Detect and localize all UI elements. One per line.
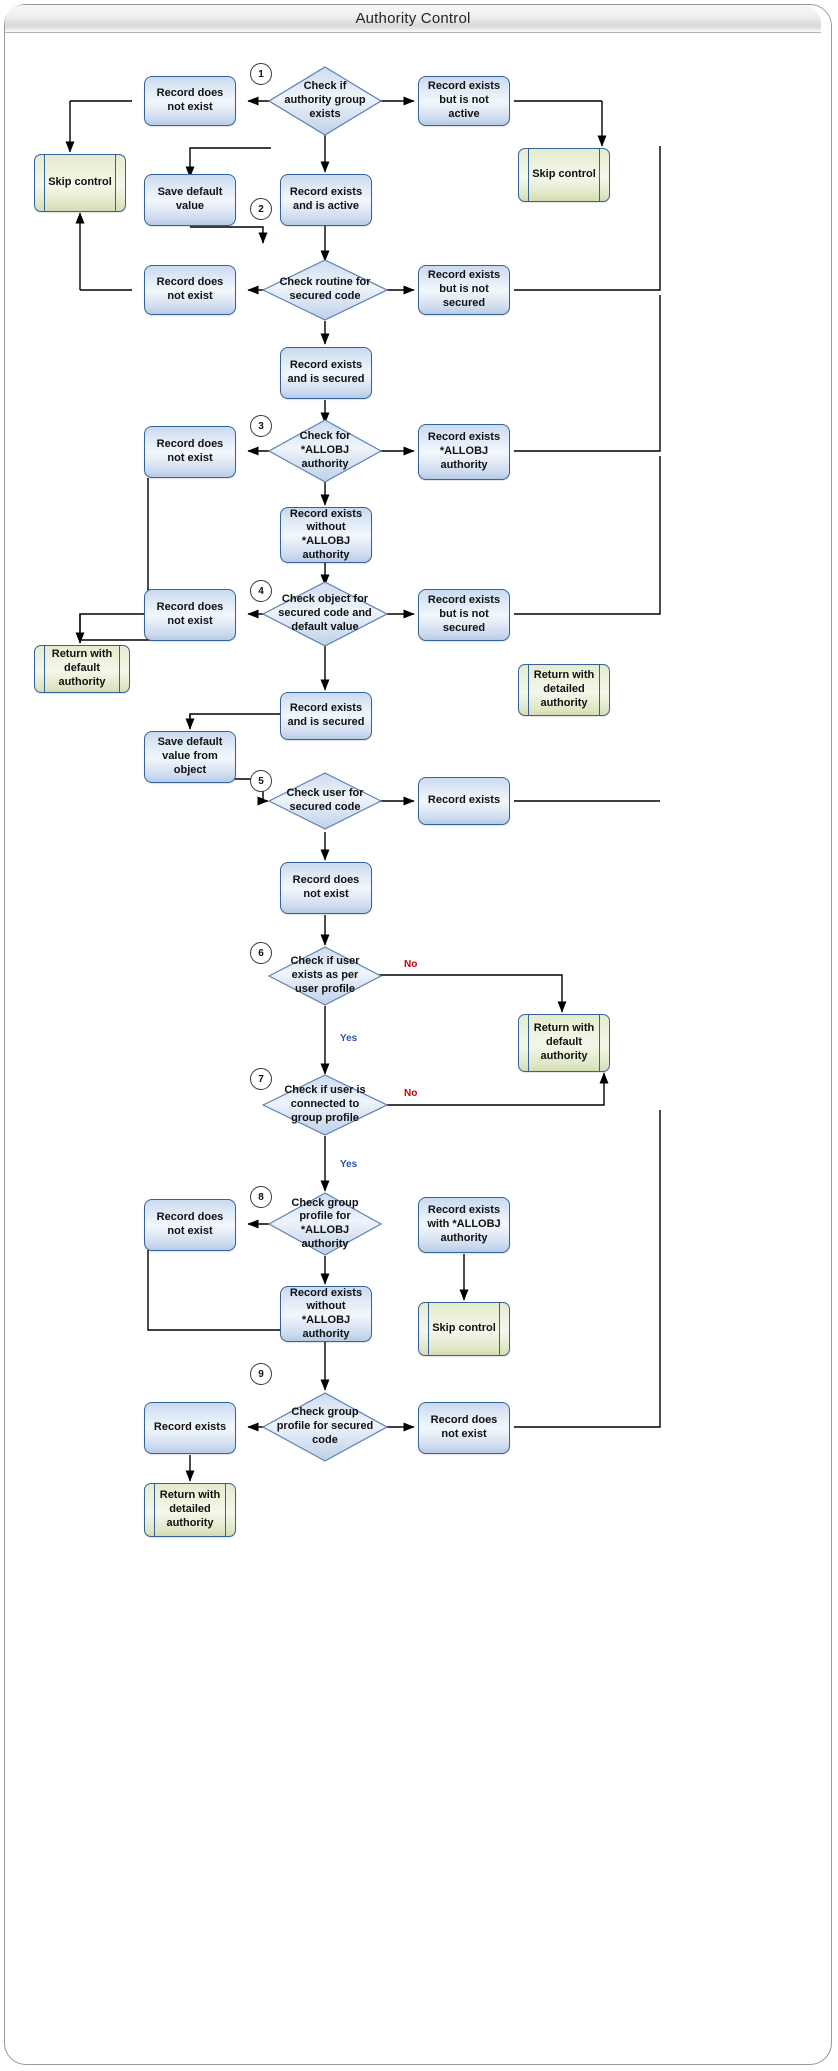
node-record-exists-not-secured-1[interactable]: Record exists but is not secured: [418, 265, 510, 315]
decision-label: Check group profile for secured code: [276, 1406, 374, 1446]
decision-label: Check if user exists as per user profile: [290, 955, 360, 995]
decision-label: Check user for secured code: [286, 787, 364, 813]
decision-label: Check group profile for *ALLOBJ authorit…: [291, 1196, 359, 1250]
node-return-with-detailed-authority-1[interactable]: Return with detailed authority: [518, 664, 610, 716]
node-skip-control-1[interactable]: Skip control: [34, 154, 126, 212]
node-record-does-not-exist-4[interactable]: Record does not exist: [144, 589, 236, 641]
node-skip-control-3[interactable]: Skip control: [418, 1302, 510, 1356]
node-save-default-value-from-object[interactable]: Save default value from object: [144, 731, 236, 783]
node-check-user-secured-code[interactable]: Check user for secured code: [268, 772, 382, 830]
node-skip-control-2[interactable]: Skip control: [518, 148, 610, 202]
node-record-does-not-exist-1[interactable]: Record does not exist: [144, 76, 236, 126]
node-check-user-connected-group-profile[interactable]: Check if user is connected to group prof…: [262, 1074, 388, 1136]
node-check-group-profile-secured-code[interactable]: Check group profile for secured code: [262, 1392, 388, 1462]
node-record-exists-1[interactable]: Record exists: [418, 777, 510, 825]
step-marker-8: 8: [250, 1186, 272, 1208]
edge-label-yes-step6: Yes: [340, 1033, 358, 1044]
node-check-allobj-authority[interactable]: Check for *ALLOBJ authority: [268, 419, 382, 483]
step-marker-3: 3: [250, 415, 272, 437]
step-marker-9: 9: [250, 1363, 272, 1385]
node-record-exists-allobj-authority[interactable]: Record exists *ALLOBJ authority: [418, 424, 510, 480]
edge-label-no-step7: No: [404, 1088, 418, 1099]
step-marker-5: 5: [250, 770, 272, 792]
node-check-object-secured-default[interactable]: Check object for secured code and defaul…: [262, 581, 388, 647]
step-marker-2: 2: [250, 198, 272, 220]
node-record-exists-without-allobj-1[interactable]: Record exists without *ALLOBJ authority: [280, 507, 372, 563]
node-check-routine-secured-code[interactable]: Check routine for secured code: [262, 259, 388, 321]
node-record-does-not-exist-5[interactable]: Record does not exist: [280, 862, 372, 914]
node-record-exists-and-secured-1[interactable]: Record exists and is secured: [280, 347, 372, 399]
node-return-with-detailed-authority-2[interactable]: Return with detailed authority: [144, 1483, 236, 1537]
node-record-exists-with-allobj[interactable]: Record exists with *ALLOBJ authority: [418, 1197, 510, 1253]
decision-label: Check routine for secured code: [279, 276, 371, 302]
node-return-with-default-authority-2[interactable]: Return with default authority: [518, 1014, 610, 1072]
node-record-exists-2[interactable]: Record exists: [144, 1402, 236, 1454]
node-record-does-not-exist-2[interactable]: Record does not exist: [144, 265, 236, 315]
node-record-does-not-exist-7[interactable]: Record does not exist: [418, 1402, 510, 1454]
edge-label-no-step6: No: [404, 959, 418, 970]
node-record-does-not-exist-3[interactable]: Record does not exist: [144, 426, 236, 478]
window-title: Authority Control: [5, 5, 821, 33]
node-record-exists-and-active[interactable]: Record exists and is active: [280, 174, 372, 226]
node-record-exists-without-allobj-2[interactable]: Record exists without *ALLOBJ authority: [280, 1286, 372, 1342]
decision-label: Check object for secured code and defaul…: [278, 593, 372, 633]
node-check-authority-group-exists[interactable]: Check if authority group exists: [268, 66, 382, 136]
edge-label-yes-step7: Yes: [340, 1159, 358, 1170]
window-frame: [4, 4, 832, 2065]
step-marker-1: 1: [250, 63, 272, 85]
step-marker-4: 4: [250, 580, 272, 602]
node-check-group-profile-allobj[interactable]: Check group profile for *ALLOBJ authorit…: [268, 1192, 382, 1256]
node-save-default-value[interactable]: Save default value: [144, 174, 236, 226]
step-marker-6: 6: [250, 942, 272, 964]
decision-label: Check if user is connected to group prof…: [284, 1084, 366, 1124]
node-record-exists-not-active[interactable]: Record exists but is not active: [418, 76, 510, 126]
node-record-exists-not-secured-2[interactable]: Record exists but is not secured: [418, 589, 510, 641]
node-return-with-default-authority-1[interactable]: Return with default authority: [34, 645, 130, 693]
node-record-does-not-exist-6[interactable]: Record does not exist: [144, 1199, 236, 1251]
decision-label: Check for *ALLOBJ authority: [299, 430, 351, 470]
step-marker-7: 7: [250, 1068, 272, 1090]
node-check-user-exists-per-profile[interactable]: Check if user exists as per user profile: [268, 946, 382, 1006]
decision-label: Check if authority group exists: [284, 80, 366, 120]
node-record-exists-and-secured-2[interactable]: Record exists and is secured: [280, 692, 372, 740]
